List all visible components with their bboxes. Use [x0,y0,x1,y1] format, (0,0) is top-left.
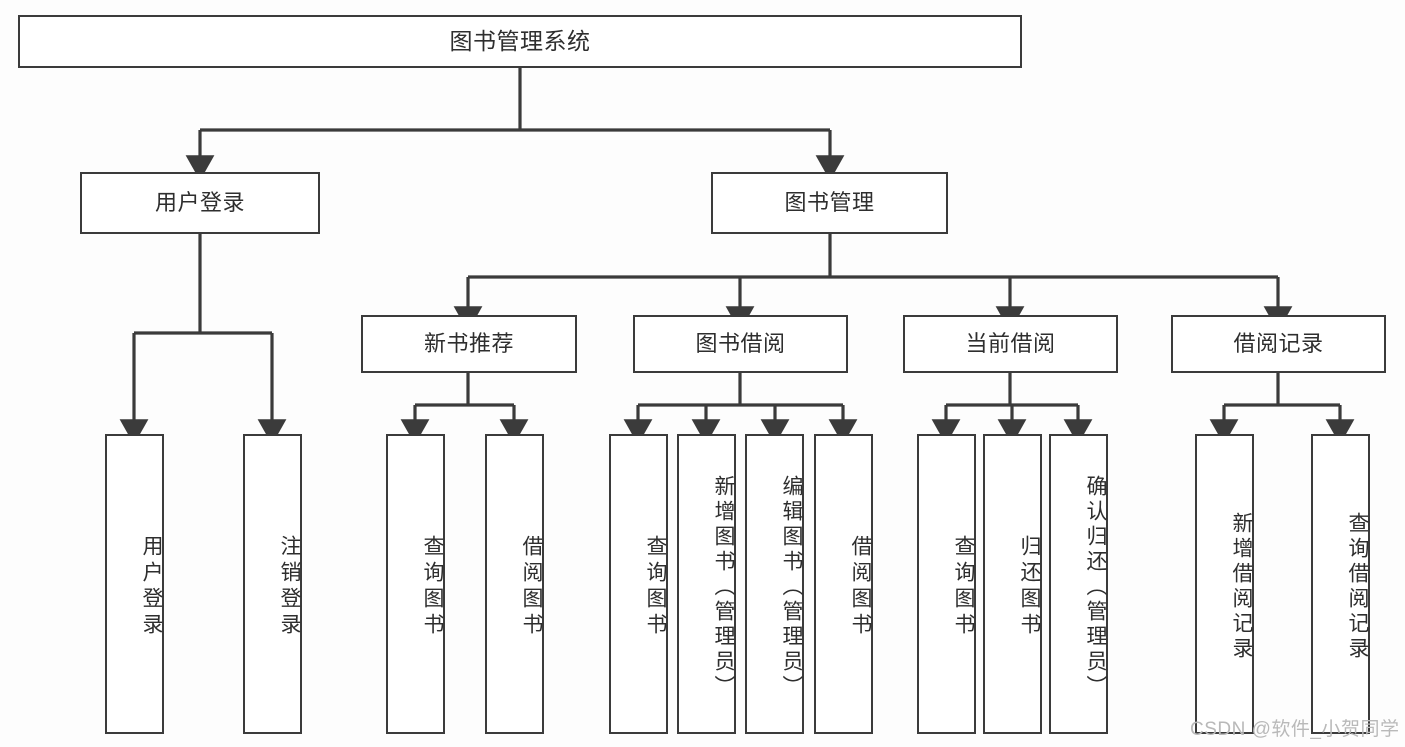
node-borrow-record[interactable]: 借阅记录 [1171,315,1386,373]
node-current-borrow[interactable]: 当前借阅 [903,315,1118,373]
node-label: 借阅图书 [849,535,872,639]
node-label: 图书借阅 [695,330,786,356]
leaf-current-query-book[interactable]: 查询图书 [917,434,976,734]
leaf-borrow-query-book[interactable]: 查询图书 [609,434,668,734]
leaf-borrow-borrow-book[interactable]: 借阅图书 [814,434,873,734]
node-new-book-recommend[interactable]: 新书推荐 [361,315,577,373]
leaf-record-query-record[interactable]: 查询借阅记录 [1311,434,1370,734]
node-label: 新增借阅记录 [1230,512,1253,662]
node-label: 用户登录 [154,189,245,215]
node-book-borrow[interactable]: 图书借阅 [633,315,848,373]
node-label: 编辑图书（管理员） [780,474,803,700]
node-label: 图书管理 [784,189,875,215]
leaf-current-confirm-return-admin[interactable]: 确认归还（管理员） [1049,434,1108,734]
leaf-recommend-borrow-book[interactable]: 借阅图书 [485,434,544,734]
node-label: 新书推荐 [423,330,514,356]
leaf-borrow-edit-book-admin[interactable]: 编辑图书（管理员） [745,434,804,734]
node-label: 归还图书 [1018,535,1041,639]
csdn-watermark: CSDN @软件_小贺同学 [1190,719,1400,740]
node-label: 图书管理系统 [449,27,591,54]
node-label: 查询图书 [952,535,975,639]
node-label: 查询图书 [421,535,444,639]
node-label: 查询借阅记录 [1346,512,1369,662]
node-book-management[interactable]: 图书管理 [711,172,948,234]
node-root-system[interactable]: 图书管理系统 [18,15,1022,68]
leaf-user-login-logout[interactable]: 注销登录 [243,434,302,734]
node-label: 确认归还（管理员） [1084,474,1107,700]
node-label: 借阅图书 [520,535,543,639]
node-label: 当前借阅 [965,330,1056,356]
node-label: 注销登录 [278,535,301,639]
leaf-current-return-book[interactable]: 归还图书 [983,434,1042,734]
node-label: 查询图书 [644,535,667,639]
node-label: 用户登录 [140,535,163,639]
leaf-borrow-add-book-admin[interactable]: 新增图书（管理员） [677,434,736,734]
node-label: 借阅记录 [1233,330,1324,356]
leaf-recommend-query-book[interactable]: 查询图书 [386,434,445,734]
leaf-user-login-login[interactable]: 用户登录 [105,434,164,734]
leaf-record-add-record[interactable]: 新增借阅记录 [1195,434,1254,734]
node-user-login[interactable]: 用户登录 [80,172,320,234]
node-label: 新增图书（管理员） [712,474,735,700]
